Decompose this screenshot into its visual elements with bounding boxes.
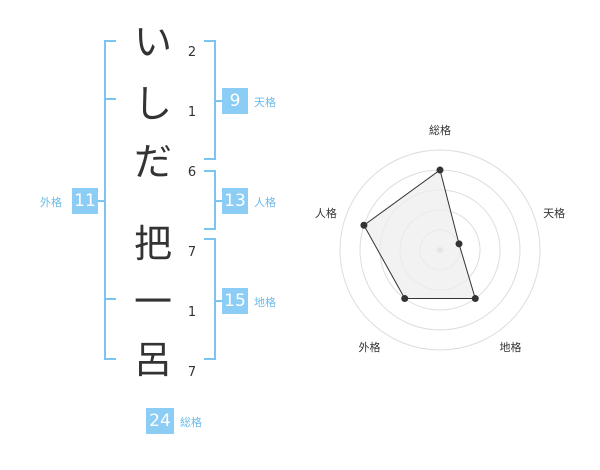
radar-point-1: [436, 166, 444, 174]
soukaku-value: 24: [146, 408, 174, 434]
stroke-count-1: 2: [187, 45, 197, 60]
tenkaku-connector: [216, 100, 222, 102]
gaikaku-label: 外格: [40, 196, 62, 209]
radar-polygon: [363, 169, 476, 300]
jinkaku-connector: [216, 200, 222, 202]
gaikaku-tick-lower: [104, 298, 116, 300]
stroke-count-3: 6: [187, 165, 197, 180]
tenkaku-label: 天格: [254, 96, 276, 109]
chikaku-value: 15: [222, 288, 248, 314]
chikaku-label: 地格: [254, 296, 276, 309]
stroke-count-4: 7: [187, 245, 197, 260]
gaikaku-tick-upper: [104, 98, 116, 100]
soukaku-label: 総格: [180, 416, 202, 429]
stroke-count-6: 7: [187, 365, 197, 380]
name-char-5: 一: [133, 280, 172, 324]
gaikaku-connector: [98, 200, 106, 202]
radar-point-3: [471, 295, 479, 303]
jinkaku-value: 13: [222, 188, 248, 214]
chikaku-bracket: [204, 238, 216, 360]
gaikaku-value: 11: [72, 188, 98, 214]
name-char-3: だ: [133, 140, 172, 184]
jinkaku-bracket: [204, 170, 216, 230]
name-char-1: い: [133, 20, 172, 64]
radar-axis-label-2: 天格: [543, 206, 565, 220]
radar-axis-label-1: 総格: [429, 123, 451, 137]
radar-point-4: [401, 295, 409, 303]
jinkaku-label: 人格: [254, 196, 276, 209]
stroke-count-2: 1: [187, 105, 197, 120]
chikaku-connector: [216, 300, 222, 302]
radar-axis-label-5: 人格: [315, 206, 337, 220]
radar-axis-label-4: 外格: [358, 340, 380, 354]
stroke-count-5: 1: [187, 305, 197, 320]
name-char-6: 呂: [133, 338, 172, 382]
radar-point-2: [455, 240, 463, 248]
tenkaku-bracket: [204, 40, 216, 160]
radar-axis-label-3: 地格: [500, 340, 522, 354]
radar-grid-ring: [339, 149, 541, 351]
name-char-2: し: [133, 82, 172, 126]
name-char-4: 把: [133, 222, 172, 266]
radar-point-5: [360, 221, 368, 229]
tenkaku-value: 9: [222, 88, 248, 114]
